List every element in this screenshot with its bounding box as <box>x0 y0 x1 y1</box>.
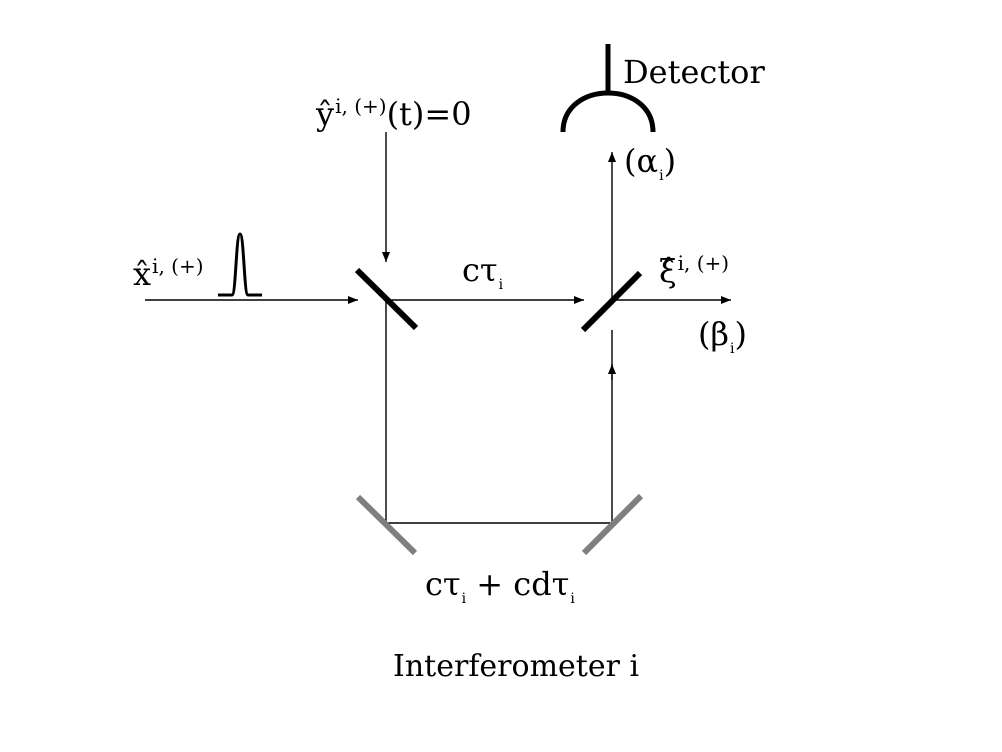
output-xi-superscript: i, (+) <box>677 251 730 275</box>
input-x-base: x̂ <box>133 255 152 293</box>
pulse-icon <box>218 232 262 297</box>
port-alpha-subscript: i <box>659 168 664 184</box>
port-alpha-label: (αi) <box>624 142 677 183</box>
long-arm-subscript-1: i <box>461 591 467 607</box>
port-beta-close: ) <box>734 315 747 353</box>
port-beta-label: (βi) <box>698 315 747 356</box>
short-arm-label: cτi <box>462 251 503 292</box>
input-y-suffix: (t)=0 <box>386 95 472 133</box>
input-y-label: ŷi, (+)(t)=0 <box>316 95 472 133</box>
mirror-right <box>581 493 644 556</box>
input-y-superscript: i, (+) <box>335 94 387 118</box>
beam-splitter-2 <box>580 270 643 333</box>
short-arm-subscript: i <box>498 277 504 293</box>
input-x-superscript: i, (+) <box>152 254 204 278</box>
output-xi-base: ξ̂ <box>659 252 677 290</box>
figure-caption: Interferometer i <box>393 649 640 684</box>
mirror-left <box>355 494 418 556</box>
input-x-label: x̂i, (+) <box>133 255 204 293</box>
long-arm-subscript-2: i <box>570 591 575 607</box>
input-y-base: ŷ <box>316 95 335 133</box>
port-beta-subscript: i <box>729 341 735 357</box>
long-arm-label: cτi + cdτi <box>425 565 575 606</box>
port-alpha-open: (α <box>624 142 659 180</box>
output-xi-label: ξ̂i, (+) <box>659 252 729 290</box>
port-beta-open: (β <box>698 315 729 353</box>
long-arm-plus: + cdτ <box>466 565 570 603</box>
short-arm-base: cτ <box>462 251 498 289</box>
beam-splitter-1 <box>354 267 419 331</box>
detector-icon <box>560 90 656 133</box>
detector-label: Detector <box>623 53 765 91</box>
port-alpha-close: ) <box>663 142 677 180</box>
long-arm-base: cτ <box>425 565 461 603</box>
